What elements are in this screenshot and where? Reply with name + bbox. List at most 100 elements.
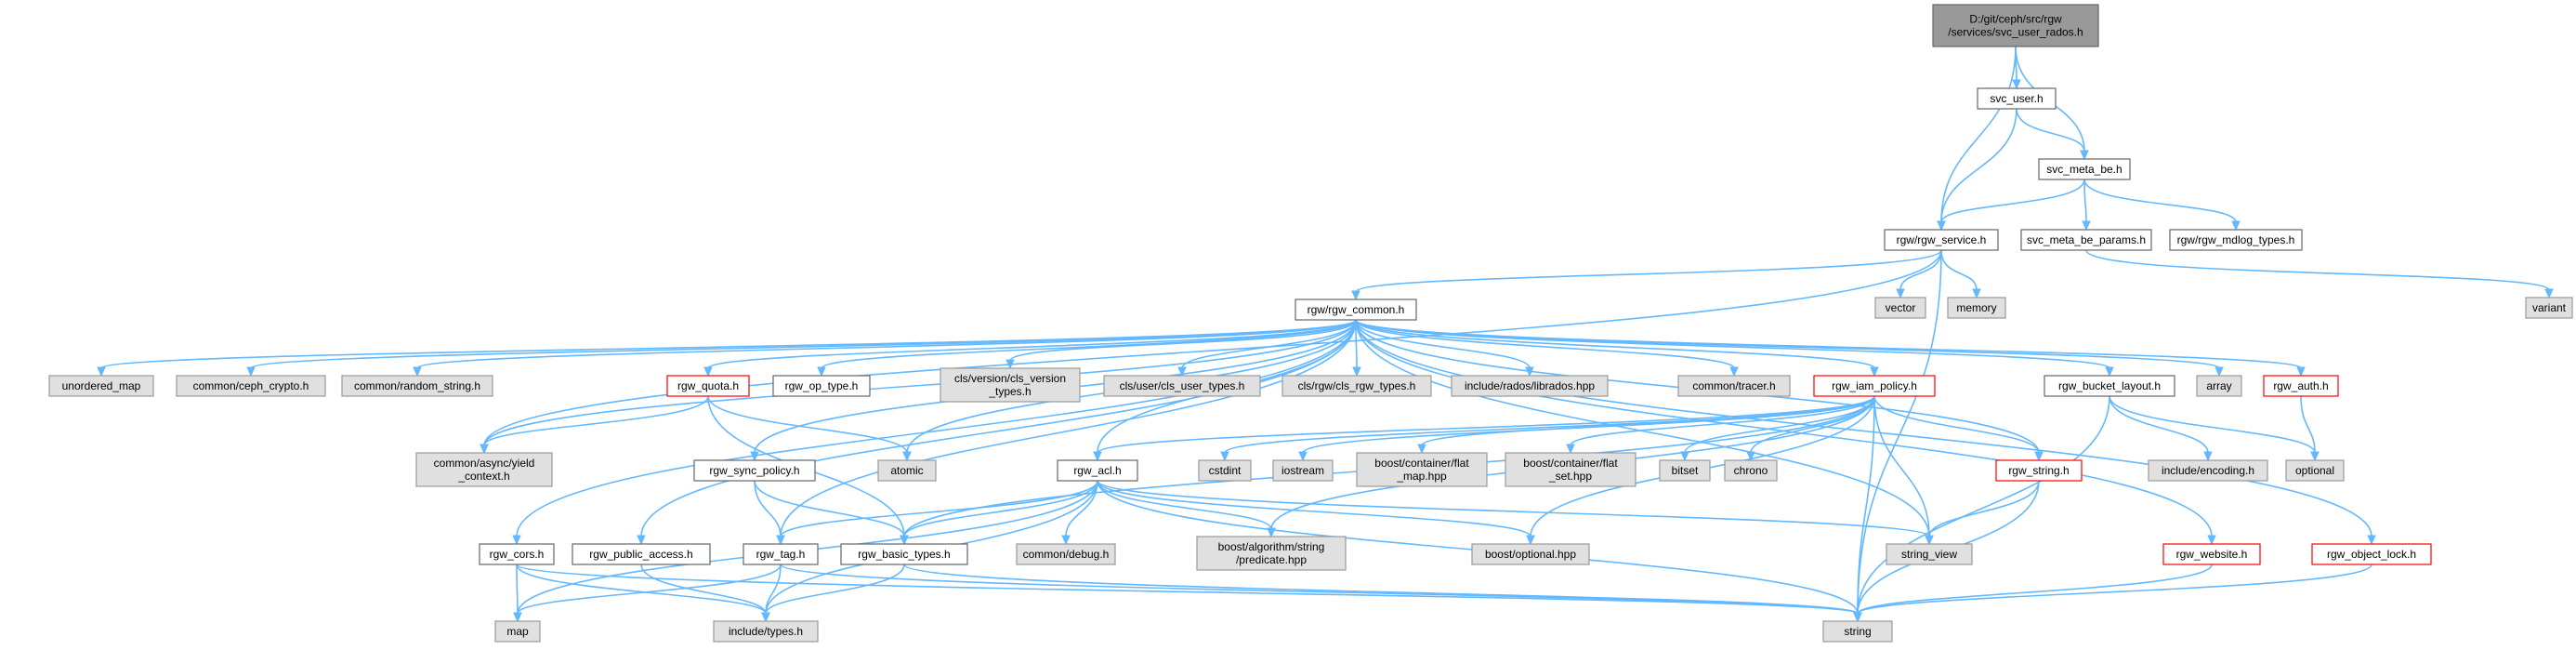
node-rgw_bucket_layout-box: [2044, 375, 2175, 397]
node-predicate-label-1: /predicate.hpp: [1236, 553, 1307, 566]
node-rgw_common-box: [1295, 298, 1417, 321]
node-svc_user_rados-label-0: D:/git/ceph/src/rgw: [1969, 13, 2062, 26]
node-rgw_public_access-label-0: rgw_public_access.h: [589, 548, 692, 561]
node-rgw_service[interactable]: rgw/rgw_service.h: [1884, 229, 1999, 251]
arrowhead-rgw_iam_policy-to-flat_set: [1566, 444, 1575, 455]
node-iostream-box: [1272, 459, 1334, 482]
node-rgw_mdlog_types-label-0: rgw/rgw_mdlog_types.h: [2177, 233, 2295, 246]
arrowhead-rgw_common-to-rgw_cors: [512, 535, 521, 546]
edge-rgw_sync_policy-to-rgw_basic_types: [754, 480, 905, 537]
edge-svc_meta_be-to-rgw_service: [1940, 179, 2085, 223]
node-rgw_auth[interactable]: rgw_auth.h: [2263, 375, 2339, 397]
node-rgw_basic_types[interactable]: rgw_basic_types.h: [840, 543, 968, 565]
edge-svc_meta_be-to-svc_meta_be_params: [2083, 179, 2087, 223]
node-svc_user_rados-box: [1932, 4, 2099, 47]
arrowhead-rgw_auth-to-optional: [2310, 451, 2320, 462]
arrowhead-rgw_common-to-cls_version_types: [1005, 359, 1015, 370]
node-array-label-0: array: [2206, 379, 2231, 392]
node-rgw_service-label-0: rgw/rgw_service.h: [1897, 233, 1987, 246]
node-memory-box: [1947, 297, 2006, 319]
node-optional: optional: [2285, 459, 2345, 482]
arrowhead-rgw_iam_policy-to-rgw_acl: [1093, 451, 1102, 462]
node-rgw_cors[interactable]: rgw_cors.h: [479, 543, 555, 565]
arrowhead-rgw_iam_policy-to-cstdint: [1220, 451, 1229, 462]
node-variant: variant: [2525, 297, 2573, 319]
edge-rgw_common-to-librados: [1355, 319, 1531, 369]
arrowhead-rgw_common-to-rgw_website: [2207, 535, 2216, 546]
node-string-box: [1822, 620, 1893, 643]
node-map: map: [494, 620, 541, 643]
node-rgw_sync_policy-box: [693, 459, 816, 482]
edge-rgw_iam_policy-to-string_view: [1873, 395, 1930, 537]
node-svc_meta_be_params-label-0: svc_meta_be_params.h: [2027, 233, 2146, 246]
node-cstdint-label-0: cstdint: [1209, 464, 1242, 477]
node-yield_context-box: [415, 452, 553, 487]
edge-rgw_common-to-yield_context: [483, 319, 1357, 446]
node-common_debug: common/debug.h: [1016, 543, 1116, 565]
node-rgw_website[interactable]: rgw_website.h: [2162, 543, 2261, 565]
node-rgw_public_access[interactable]: rgw_public_access.h: [572, 543, 711, 565]
node-rgw_op_type-label-0: rgw_op_type.h: [785, 379, 859, 392]
arrowhead-rgw_iam_policy-to-iostream: [1298, 451, 1308, 462]
node-rgw_basic_types-box: [840, 543, 968, 565]
node-flat_set-label-1: _set.hpp: [1548, 470, 1592, 483]
edge-rgw_quota-to-yield_context: [483, 395, 709, 446]
node-rgw_acl[interactable]: rgw_acl.h: [1057, 459, 1138, 482]
node-svc_meta_be_params-box: [2020, 229, 2152, 251]
arrowhead-rgw_common-to-rgw_auth: [2296, 366, 2306, 378]
node-svc_user-label-0: svc_user.h: [1990, 92, 2043, 105]
node-predicate-label-0: boost/algorithm/string: [1218, 540, 1325, 553]
arrowhead-rgw_bucket_layout-to-include_encoding: [2203, 451, 2213, 462]
node-chrono-box: [1724, 459, 1778, 482]
node-rgw_string[interactable]: rgw_string.h: [1995, 459, 2083, 482]
edge-rgw_common-to-rgw_quota: [707, 319, 1357, 369]
edge-rgw_acl-to-predicate: [1097, 480, 1272, 530]
edge-rgw_basic_types-to-string: [903, 564, 1859, 615]
node-rgw_tag[interactable]: rgw_tag.h: [743, 543, 819, 565]
edge-rgw_acl-to-common_debug: [1065, 480, 1098, 537]
node-svc_meta_be_params[interactable]: svc_meta_be_params.h: [2020, 229, 2152, 251]
nodes-layer: D:/git/ceph/src/rgw/services/svc_user_ra…: [48, 4, 2573, 643]
node-rgw_common[interactable]: rgw/rgw_common.h: [1295, 298, 1417, 321]
edge-svc_user-to-rgw_service: [1940, 108, 2017, 223]
arrowhead-rgw_common-to-random_string: [413, 366, 422, 378]
edge-rgw_public_access-to-include_types: [640, 564, 767, 615]
arrowhead-rgw_common-to-cls_user_types: [1177, 366, 1187, 378]
node-yield_context-label-1: _context.h: [457, 470, 509, 483]
node-svc_meta_be-label-0: svc_meta_be.h: [2046, 163, 2122, 176]
node-rgw_sync_policy[interactable]: rgw_sync_policy.h: [693, 459, 816, 482]
node-rgw_op_type-box: [772, 375, 871, 397]
node-bitset: bitset: [1659, 459, 1711, 482]
edge-rgw_tag-to-string: [780, 564, 1859, 615]
node-rgw_bucket_layout[interactable]: rgw_bucket_layout.h: [2044, 375, 2175, 397]
node-bitset-label-0: bitset: [1672, 464, 1699, 477]
node-svc_user[interactable]: svc_user.h: [1977, 87, 2057, 110]
node-chrono-label-0: chrono: [1734, 464, 1768, 477]
node-svc_user_rados[interactable]: D:/git/ceph/src/rgw/services/svc_user_ra…: [1932, 4, 2099, 47]
node-librados-box: [1451, 375, 1609, 397]
node-atomic: atomic: [877, 459, 937, 482]
node-rgw_service-box: [1884, 229, 1999, 251]
node-rgw_op_type[interactable]: rgw_op_type.h: [772, 375, 871, 397]
edge-rgw_acl-to-string_view: [1097, 480, 1930, 537]
edge-rgw_common-to-rgw_auth: [1355, 319, 2302, 369]
node-rgw_mdlog_types[interactable]: rgw/rgw_mdlog_types.h: [2169, 229, 2303, 251]
arrowhead-rgw_acl-to-boost_optional: [1526, 535, 1535, 546]
node-boost_optional-box: [1471, 543, 1590, 565]
node-rgw_quota[interactable]: rgw_quota.h: [666, 375, 750, 397]
node-rgw_iam_policy[interactable]: rgw_iam_policy.h: [1813, 375, 1936, 397]
node-rgw_acl-label-0: rgw_acl.h: [1073, 464, 1121, 477]
node-svc_meta_be[interactable]: svc_meta_be.h: [2038, 158, 2131, 180]
edge-rgw_common-to-tracer: [1355, 319, 1735, 369]
node-common_debug-box: [1016, 543, 1116, 565]
edge-rgw_common-to-rgw_op_type: [821, 319, 1357, 369]
edge-rgw_acl-to-boost_optional: [1097, 480, 1531, 537]
node-rgw_cors-label-0: rgw_cors.h: [490, 548, 545, 561]
node-cstdint-box: [1198, 459, 1252, 482]
node-predicate: boost/algorithm/string/predicate.hpp: [1196, 536, 1347, 571]
node-include_types: include/types.h: [713, 620, 819, 643]
node-rgw_object_lock[interactable]: rgw_object_lock.h: [2311, 543, 2432, 565]
node-string-label-0: string: [1844, 625, 1871, 638]
edge-rgw_tag-to-map: [517, 564, 782, 615]
edge-svc_user-to-svc_meta_be: [2016, 108, 2085, 153]
